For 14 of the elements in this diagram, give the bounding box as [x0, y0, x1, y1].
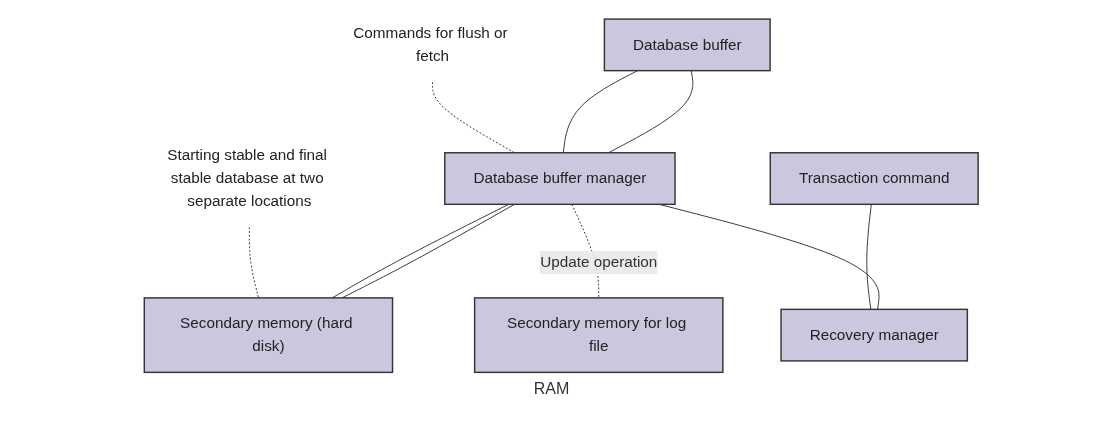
node-box: Transaction command — [769, 152, 979, 206]
connector — [571, 203, 600, 299]
connector — [248, 226, 259, 299]
node-text: Starting stable and final stable database at two separate locations — [167, 147, 327, 210]
node-box: Database buffer — [603, 18, 771, 72]
node-box: Secondary memory for log file — [473, 297, 724, 374]
connector — [562, 70, 638, 154]
edge-label: Update operation — [539, 253, 658, 271]
node-box: Secondary memory (hard disk) — [143, 297, 394, 374]
node-box: Database buffer manager — [443, 152, 676, 206]
node-box: Recovery manager — [780, 308, 968, 362]
region-label: RAM — [532, 380, 571, 398]
node-text: Commands for flush or fetch — [352, 24, 508, 64]
connector — [866, 203, 872, 310]
